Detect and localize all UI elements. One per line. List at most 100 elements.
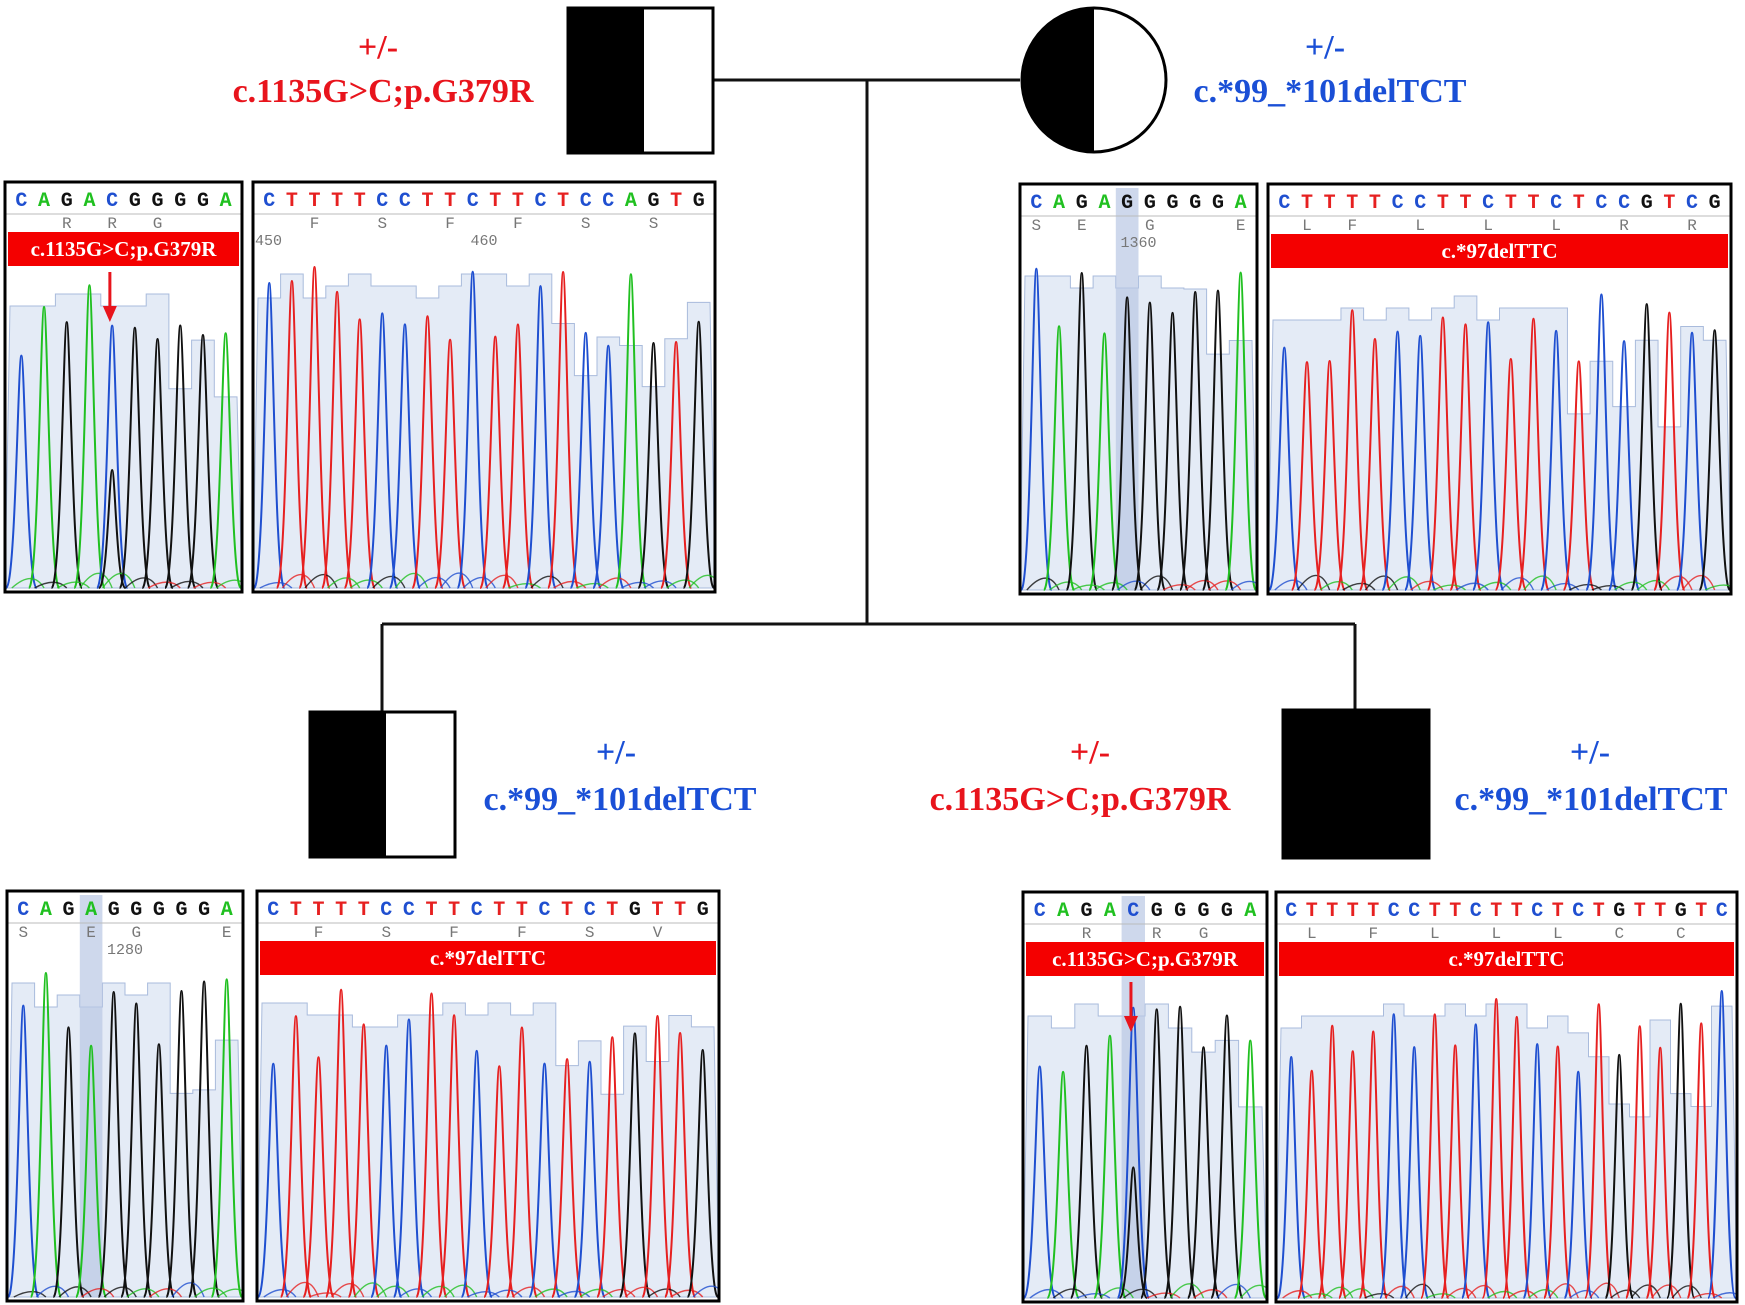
variant-label-bar	[260, 941, 716, 975]
trace-peak	[1583, 1003, 1614, 1299]
trace-peak	[501, 323, 535, 589]
chromatogram-border	[3, 180, 244, 594]
amino-acid: G	[1199, 925, 1209, 943]
base-call: G	[1174, 900, 1186, 923]
trace-peak	[505, 1026, 539, 1298]
trace-peak	[97, 990, 130, 1298]
child2-symbol	[1281, 708, 1431, 860]
trace-peak	[1675, 331, 1709, 591]
trace-peak	[210, 978, 243, 1298]
trace-peak	[592, 344, 625, 589]
pedigree-lines	[380, 78, 1357, 712]
trace-peak	[686, 1049, 719, 1298]
chromatogram-border	[255, 889, 721, 1303]
trace-peak	[7, 1004, 40, 1298]
amino-acid: G	[153, 215, 163, 233]
variant-label-text: c.1135G>C;p.G379R	[31, 237, 218, 261]
amino-acid: L	[1553, 925, 1563, 943]
amino-acid: F	[314, 924, 324, 942]
child2-maternal-genotype-label: +/-	[1570, 734, 1610, 771]
amino-acid: F	[449, 924, 459, 942]
chromatogram-border	[1021, 890, 1269, 1304]
variant-label-text: c.*97delTTC	[1448, 947, 1564, 971]
trace-peak	[1233, 1039, 1267, 1299]
base-call: G	[129, 190, 141, 213]
base-call: C	[467, 190, 479, 213]
base-call: T	[444, 190, 456, 213]
trace-peak	[370, 1044, 403, 1298]
trace-peak	[641, 1015, 674, 1298]
base-call: T	[1369, 192, 1381, 215]
trace-peak	[298, 266, 331, 589]
amino-acid: S	[1032, 217, 1042, 235]
base-call: A	[220, 190, 232, 213]
child1-symbol	[308, 710, 457, 859]
edge-position-label: 450	[255, 233, 282, 250]
base-call: T	[358, 899, 370, 922]
amino-acid: L	[1307, 925, 1317, 943]
amino-acid: C	[1676, 925, 1686, 943]
base-call: G	[197, 190, 209, 213]
base-call: A	[221, 899, 233, 922]
amino-acid: F	[445, 215, 455, 233]
trace-peak	[1706, 989, 1737, 1299]
trace-peak	[1268, 346, 1301, 591]
trace-peak	[1358, 337, 1392, 591]
base-call: C	[1550, 192, 1562, 215]
trace-peak	[618, 1032, 652, 1298]
base-call: A	[1098, 192, 1110, 215]
secondary-trace-peak	[97, 468, 127, 589]
base-call: C	[1686, 192, 1698, 215]
mother-symbol	[1020, 6, 1168, 154]
amino-acid: G	[1145, 217, 1155, 235]
child2-paternal-variant-label: c.1135G>C;p.G379R	[930, 781, 1231, 818]
amino-acid: E	[1077, 217, 1087, 235]
trace-peak	[1156, 311, 1189, 591]
variant-label-bar	[1279, 942, 1734, 976]
trace-peak	[347, 1023, 380, 1298]
amino-acid: L	[1491, 925, 1501, 943]
base-call: G	[1080, 900, 1092, 923]
red-down-arrow-icon	[1123, 982, 1138, 1032]
trace-peak	[186, 333, 220, 589]
mother-variant-label: c.*99_*101delTCT	[1194, 73, 1467, 110]
trace-peak	[1645, 1046, 1676, 1299]
base-call: C	[403, 899, 415, 922]
trace-peak	[1624, 1025, 1655, 1299]
base-call: T	[308, 190, 320, 213]
trace-peak	[29, 972, 63, 1298]
base-call: G	[1675, 900, 1687, 923]
base-call: C	[380, 899, 392, 922]
base-call: C	[1278, 192, 1290, 215]
variant-label-text: c.1135G>C;p.G379R	[1052, 947, 1239, 971]
trace-peak	[524, 285, 557, 589]
trace-peak	[73, 284, 106, 589]
base-call: T	[1663, 192, 1675, 215]
base-call: T	[448, 899, 460, 922]
trace-peak	[1381, 330, 1414, 591]
base-call: A	[40, 899, 52, 922]
highlighted-base-column	[1115, 188, 1139, 590]
trace-peak	[1179, 291, 1212, 591]
base-call: C	[1414, 192, 1426, 215]
trace-peak	[596, 1036, 629, 1298]
variant-label-text: c.*97delTTC	[1441, 239, 1557, 263]
base-call: G	[1613, 900, 1625, 923]
base-call: G	[1221, 900, 1233, 923]
base-call: T	[421, 190, 433, 213]
base-call: T	[1552, 900, 1564, 923]
trace-peak	[437, 1014, 471, 1298]
trace-peak	[1604, 1053, 1635, 1299]
highlighted-base-column	[1121, 896, 1145, 1298]
trace-peak	[5, 354, 38, 589]
trace-peak	[95, 324, 129, 589]
trace-peak	[320, 290, 354, 589]
amino-acid: R	[1619, 217, 1629, 235]
trace-peak	[1698, 329, 1731, 591]
trace-peak	[1110, 296, 1144, 591]
trace-peak	[165, 990, 198, 1298]
base-call: T	[493, 899, 505, 922]
trace-peak	[1201, 289, 1235, 591]
